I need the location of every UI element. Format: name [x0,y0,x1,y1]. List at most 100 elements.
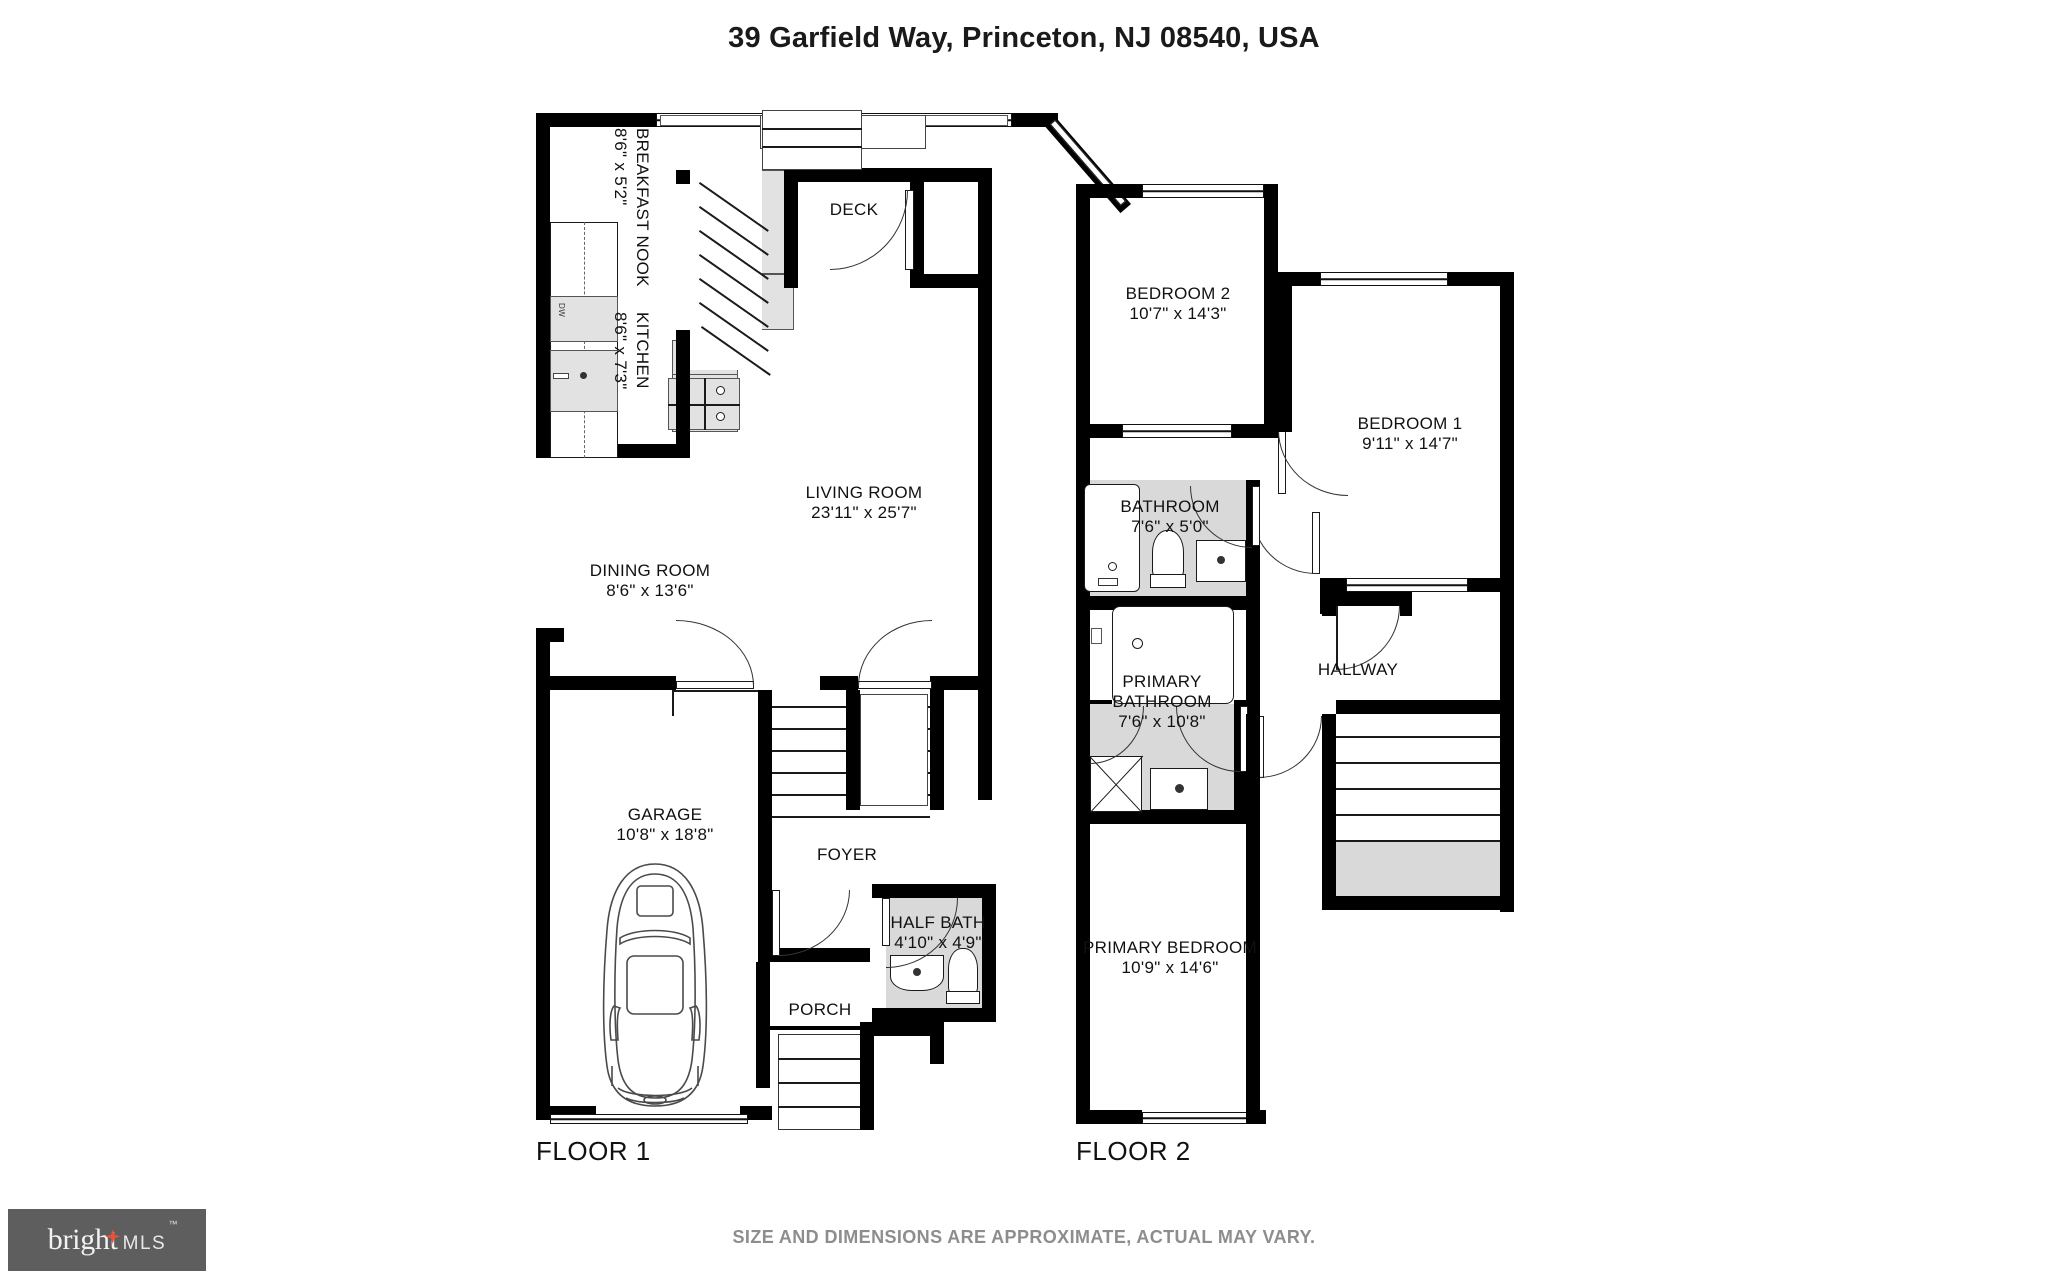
wall [1398,592,1412,616]
wall [536,628,550,690]
garage-interior-edge [550,690,758,704]
wall [1278,272,1292,432]
wall [1232,424,1278,438]
toilet [948,948,978,994]
room-name: PRIMARY BEDROOM [1083,938,1257,957]
room-label-bedroom-2: BEDROOM 2 10'7" x 14'3" [1048,284,1308,324]
wall [1264,184,1278,424]
linen-nook [1112,606,1234,704]
room-dimensions: 8'6" x 5'2" [611,128,630,206]
step-tread [778,1106,874,1108]
room-name: DECK [829,200,879,219]
room-name: HALLWAY [1317,660,1399,679]
wall [1076,1110,1142,1124]
room-dimensions: 7'6" x 10'8" [1118,712,1206,732]
wall [910,274,992,288]
floor-1-label: FLOOR 1 [536,1136,651,1166]
room-name: BEDROOM 1 [1357,414,1463,433]
wall [770,1026,870,1030]
wall [978,168,992,800]
logo-suffix: MLS [122,1233,167,1254]
trademark-icon: ™ [168,1219,178,1229]
room-label-half-bath: HALF BATH 4'10" x 4'9" [848,913,1028,953]
wall [1076,184,1142,198]
door-swing [778,890,850,956]
step-tread [778,1058,874,1060]
wall [676,170,690,184]
room-label-breakfast-nook: BREAKFAST NOOK [632,128,652,287]
sink-cabinet [550,350,618,412]
garage-door [550,1114,748,1124]
room-dimensions: 10'8" x 18'8" [616,825,714,845]
stair-landing [1336,842,1500,896]
wall [756,962,770,1088]
room-label-deck: DECK [782,200,926,220]
wall [1500,272,1514,592]
room-label-garage: GARAGE 10'8" x 18'8" [530,805,800,845]
room-label-hallway: HALLWAY [1268,660,1448,680]
room-label-primary-bathroom: PRIMARY BATHROOM 7'6" x 10'8" [1042,672,1282,732]
room-dimensions: 10'9" x 14'6" [1121,958,1219,978]
room-name: BEDROOM 2 [1125,284,1231,303]
room-name: PORCH [788,1000,852,1019]
wall [872,1008,996,1022]
garage-ceiling-line [672,690,758,692]
wall [1500,592,1514,912]
room-label-living-room: LIVING ROOM 23'11" x 25'7" [714,483,1014,523]
room-name: BREAKFAST NOOK [633,128,652,287]
car-illustration [590,860,720,1110]
wall [930,676,992,690]
room-dimensions: 8'6" x 13'6" [606,581,694,601]
wall [1246,714,1260,1124]
vanity [1196,540,1246,582]
door-swing [676,620,754,686]
wall [1336,700,1514,714]
wall [868,1022,944,1036]
deck-door [905,190,914,270]
wall [1448,272,1514,286]
window [1142,1112,1254,1124]
bathtub [1084,484,1140,592]
room-name: HALF BATH [890,913,986,932]
room-label-porch: PORCH [740,1000,900,1020]
toilet-small [1091,628,1102,644]
stair-tread [1336,814,1500,816]
wall [740,1106,772,1120]
room-dims-kitchen: 8'6" x 7'3" [610,312,630,390]
wall [1322,714,1336,896]
room-name: LIVING ROOM [805,483,923,502]
room-label-dining-room: DINING ROOM 8'6" x 13'6" [500,561,800,601]
wall [1076,810,1248,824]
wall [536,113,550,458]
tub-drain [1108,562,1117,571]
dishwasher-label: DW [557,303,566,318]
wall [536,113,656,127]
tub-drain [1132,638,1143,649]
toilet-tank [946,991,980,1004]
wall [1246,1110,1266,1124]
room-name: KITCHEN [633,312,652,389]
wall [1322,592,1402,606]
room-label-bedroom-1: BEDROOM 1 9'11" x 14'7" [1280,414,1540,454]
tub-faucet [1098,578,1118,586]
toilet [1152,530,1184,578]
logo-brand: bright [47,1223,118,1256]
closet [860,694,928,806]
room-label-kitchen: KITCHEN [632,312,652,389]
stair-landing [762,110,862,170]
wall [660,444,676,458]
wall [536,628,564,642]
window [1320,272,1448,286]
disclaimer-text: SIZE AND DIMENSIONS ARE APPROXIMATE, ACT… [732,1227,1316,1247]
wall [784,168,798,288]
room-name: BATHROOM [1120,497,1220,516]
wall [1322,896,1514,910]
stair-tread [1336,840,1500,842]
wall [758,690,772,962]
sink-drain [1217,556,1225,564]
room-dimensions: 4'10" x 4'9" [894,933,982,953]
burner [716,386,725,395]
